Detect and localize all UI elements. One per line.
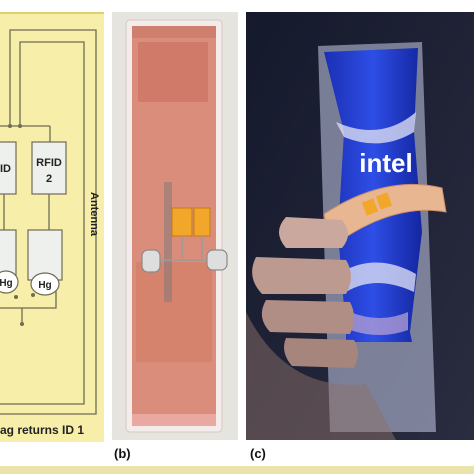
thumb bbox=[279, 217, 348, 248]
caption-c: (c) bbox=[250, 446, 266, 461]
tag-band bbox=[323, 183, 447, 249]
sensor-2-label: Hg bbox=[38, 280, 51, 291]
caption-b: (b) bbox=[114, 446, 131, 461]
cup-photo-panel: intel bbox=[246, 12, 474, 440]
rfid-chip-left bbox=[171, 207, 193, 237]
schematic-panel: ID RFID 2 Hg Hg Antenna tag returns ID 1 bbox=[0, 12, 104, 442]
chip-2-number: 2 bbox=[46, 173, 52, 185]
intel-logo: intel bbox=[359, 148, 412, 178]
palm bbox=[246, 312, 396, 440]
cup-photo: intel bbox=[246, 12, 474, 440]
tag-photo-panel bbox=[112, 12, 238, 440]
top-strip bbox=[0, 0, 474, 12]
rfid-chip-2 bbox=[31, 141, 67, 195]
finger-2 bbox=[261, 300, 354, 334]
footer-strip bbox=[0, 466, 474, 474]
antenna-wire bbox=[0, 29, 97, 415]
antenna-inner-wire bbox=[0, 41, 85, 405]
tag-returns-text: tag returns ID 1 bbox=[0, 423, 84, 437]
schematic-diagram: ID RFID 2 Hg Hg Antenna tag returns ID 1 bbox=[0, 29, 100, 437]
tag-photo bbox=[112, 12, 238, 440]
rfid-chip-right bbox=[193, 207, 211, 237]
finger-3 bbox=[284, 338, 358, 368]
cup-tag-chip-2 bbox=[375, 192, 393, 210]
trace bbox=[164, 182, 172, 302]
mercury-switch-1 bbox=[0, 270, 19, 294]
sensor-1-label: Hg bbox=[0, 278, 13, 289]
rfid-chip-1 bbox=[0, 141, 17, 195]
chip-2-label: RFID bbox=[36, 157, 62, 169]
mercury-switch-right bbox=[206, 249, 228, 271]
cup-tag-chip-1 bbox=[361, 198, 379, 216]
mercury-switch-2 bbox=[30, 272, 60, 296]
antenna-label: Antenna bbox=[88, 192, 100, 237]
chip-1-label: ID bbox=[0, 163, 11, 175]
finger-1 bbox=[252, 257, 351, 294]
sensor-box-2 bbox=[27, 229, 63, 281]
mercury-switch-left bbox=[141, 249, 161, 273]
